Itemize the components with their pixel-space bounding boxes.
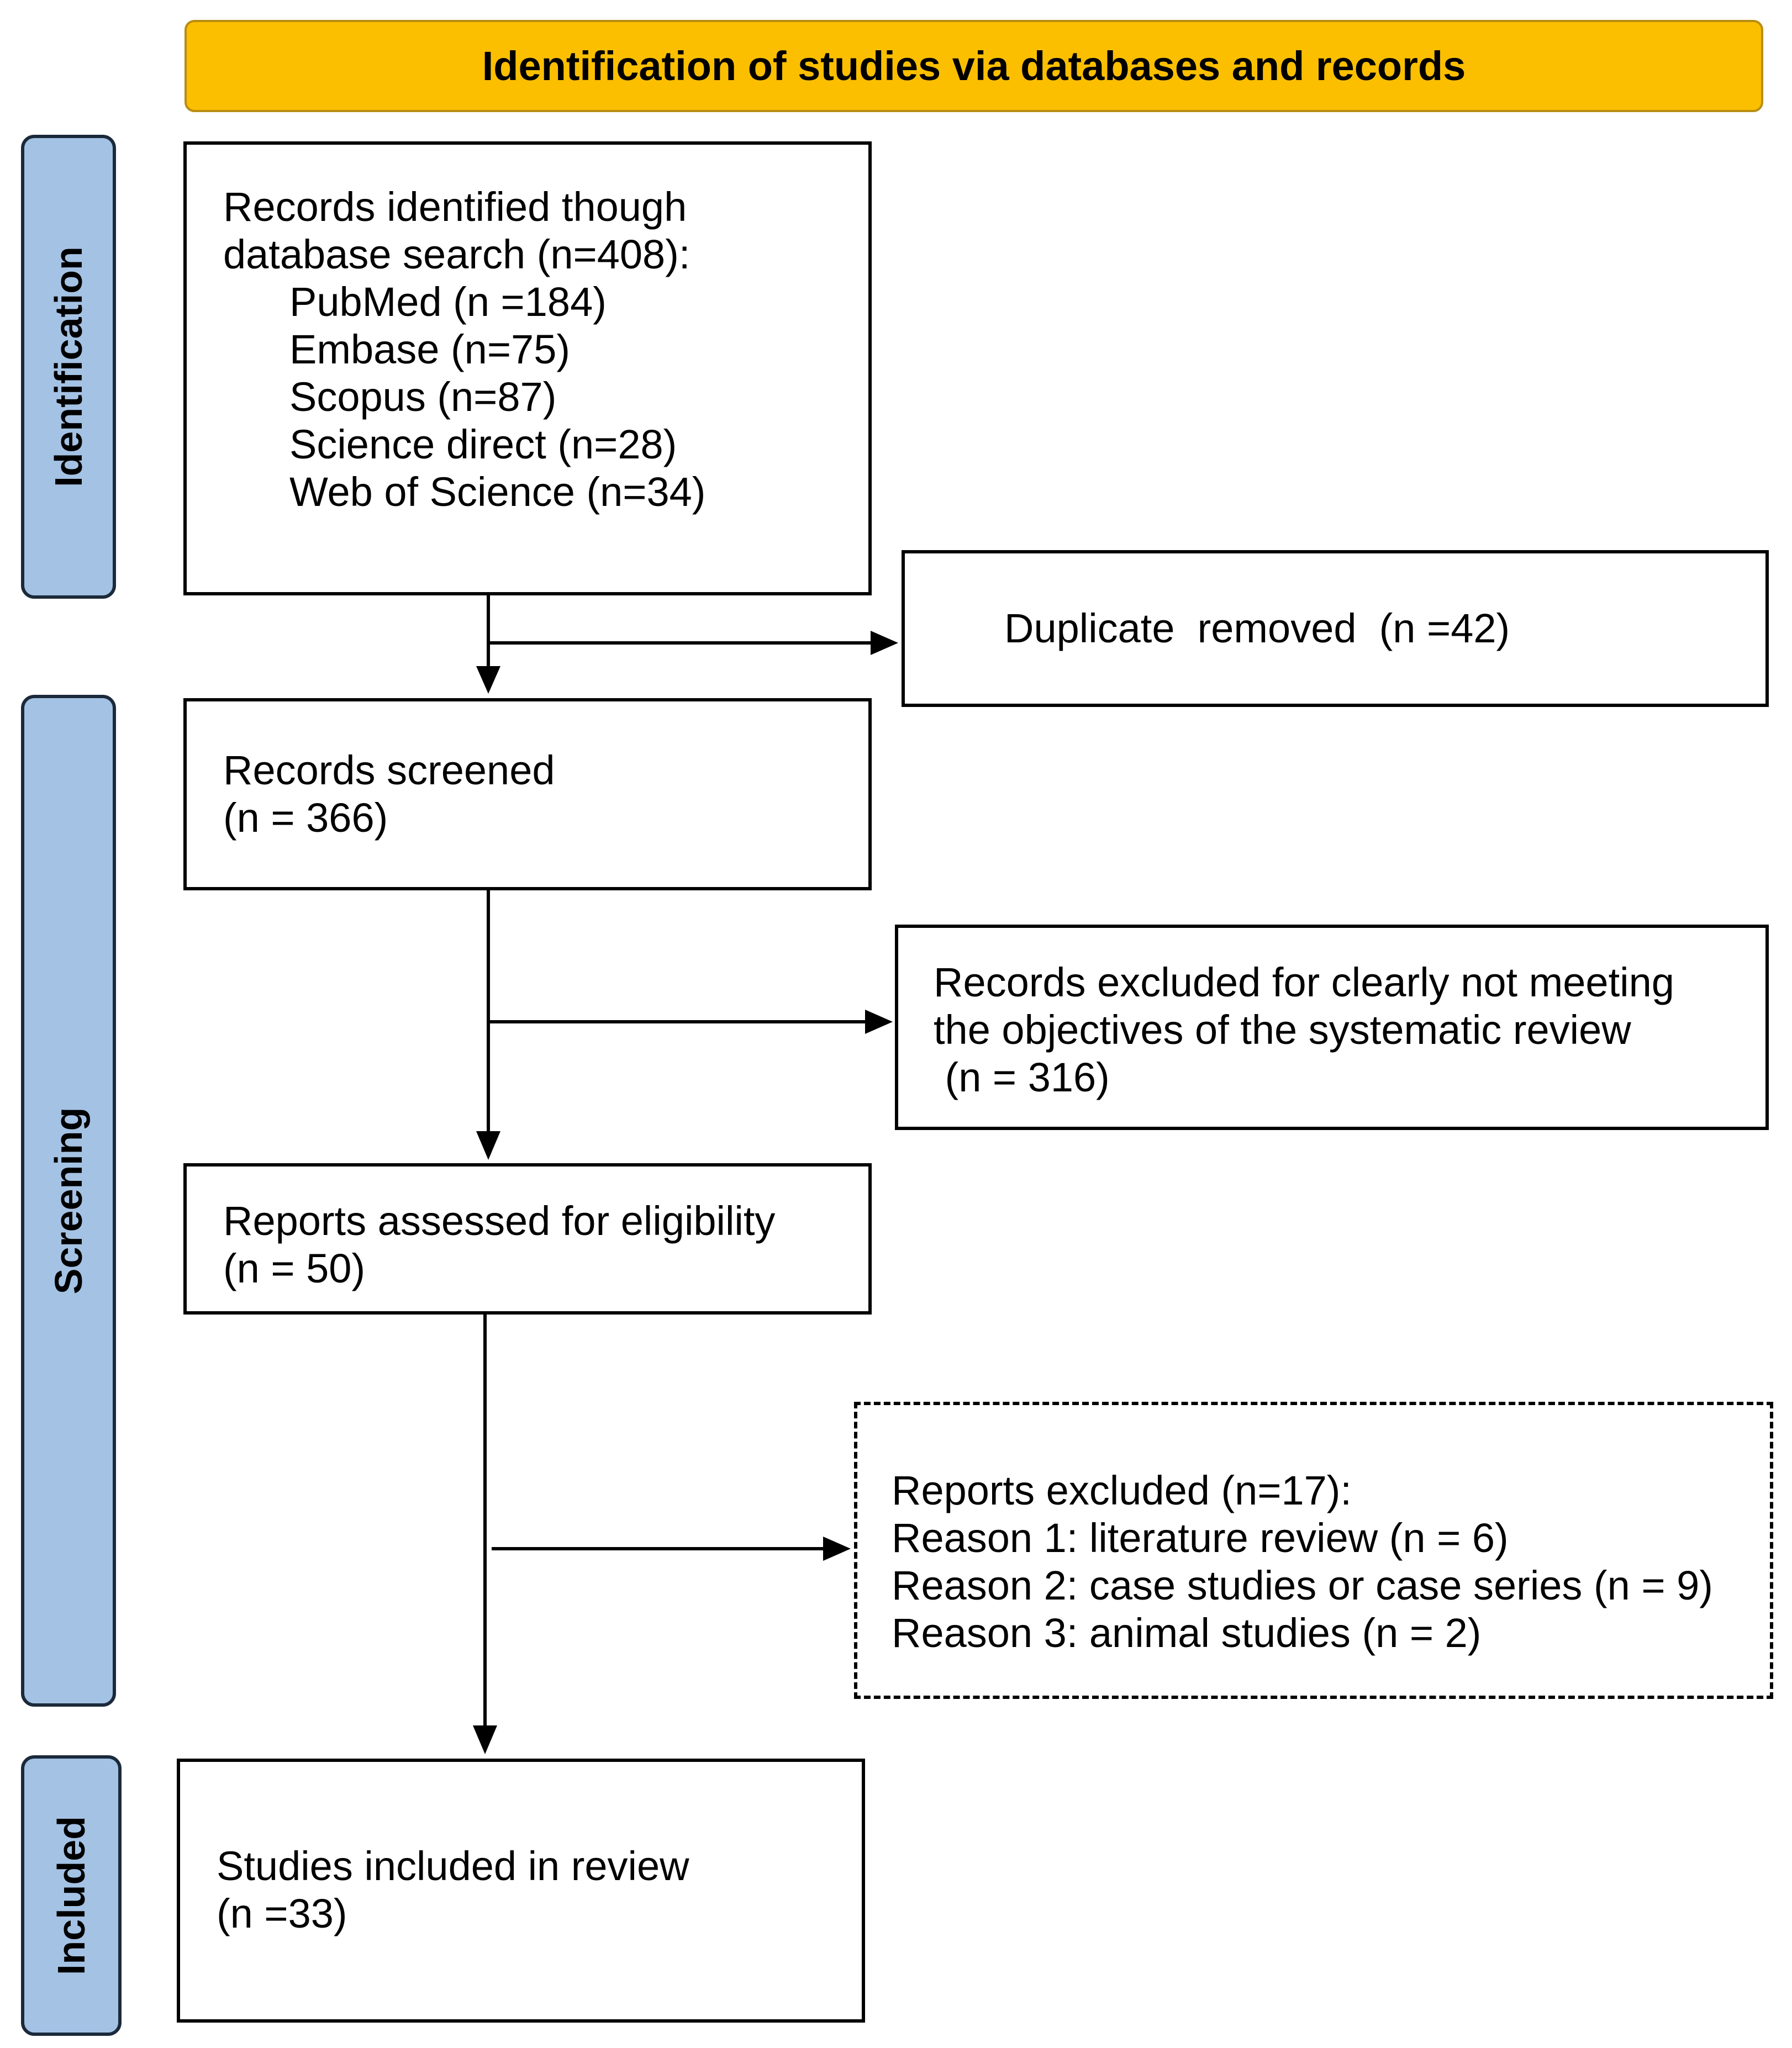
reports-excluded-box: Reports excluded (n=17): Reason 1: liter… [854, 1402, 1773, 1699]
arrowhead-to-duplicates [871, 631, 898, 655]
reports-excluded-reason-1: Reason 1: literature review (n = 6) [892, 1515, 1509, 1561]
reports-assessed-box: Reports assessed for eligibility (n = 50… [183, 1163, 872, 1315]
source-science-direct: Science direct (n=28) [289, 421, 677, 467]
arrowhead-assessed-to-included [473, 1725, 497, 1754]
phase-included: Included [21, 1755, 122, 2036]
records-excluded-box: Records excluded for clearly not meeting… [895, 925, 1769, 1130]
reports-excluded-reason-2: Reason 2: case studies or case series (n… [892, 1563, 1713, 1608]
arrowhead-to-reports-excluded [823, 1537, 851, 1561]
records-screened-line2: (n = 366) [223, 795, 388, 841]
records-identified-line2: database search (n=408): [223, 231, 691, 277]
reports-excluded-line1: Reports excluded (n=17): [892, 1468, 1352, 1513]
duplicates-removed-text: Duplicate removed (n =42) [1004, 605, 1510, 651]
records-excluded-line3: (n = 316) [934, 1054, 1110, 1100]
header-banner: Identification of studies via databases … [185, 20, 1763, 112]
arrowhead-to-records-excluded [865, 1010, 893, 1034]
records-identified-box: Records identified though database searc… [183, 141, 872, 595]
header-title: Identification of studies via databases … [482, 43, 1466, 89]
phase-identification: Identification [21, 135, 116, 599]
records-identified-line1: Records identified though [223, 184, 687, 230]
phase-screening: Screening [21, 695, 116, 1707]
reports-assessed-line1: Reports assessed for eligibility [223, 1198, 776, 1244]
reports-assessed-line2: (n = 50) [223, 1245, 366, 1291]
reports-excluded-reason-3: Reason 3: animal studies (n = 2) [892, 1610, 1482, 1656]
arrowhead-screened-to-assessed [476, 1131, 500, 1160]
source-pubmed: PubMed (n =184) [289, 279, 607, 325]
studies-included-line2: (n =33) [217, 1891, 347, 1936]
arrowhead-identified-to-screened [476, 666, 500, 694]
records-screened-box: Records screened (n = 366) [183, 698, 872, 890]
studies-included-box: Studies included in review (n =33) [177, 1759, 865, 2023]
records-excluded-line1: Records excluded for clearly not meeting [934, 959, 1674, 1005]
studies-included-line1: Studies included in review [217, 1843, 689, 1889]
source-scopus: Scopus (n=87) [289, 374, 557, 420]
records-screened-line1: Records screened [223, 747, 555, 793]
duplicates-removed-box: Duplicate removed (n =42) [902, 550, 1769, 707]
source-web-of-science: Web of Science (n=34) [289, 469, 706, 515]
records-excluded-line2: the objectives of the systematic review [934, 1007, 1631, 1053]
source-embase: Embase (n=75) [289, 326, 570, 372]
